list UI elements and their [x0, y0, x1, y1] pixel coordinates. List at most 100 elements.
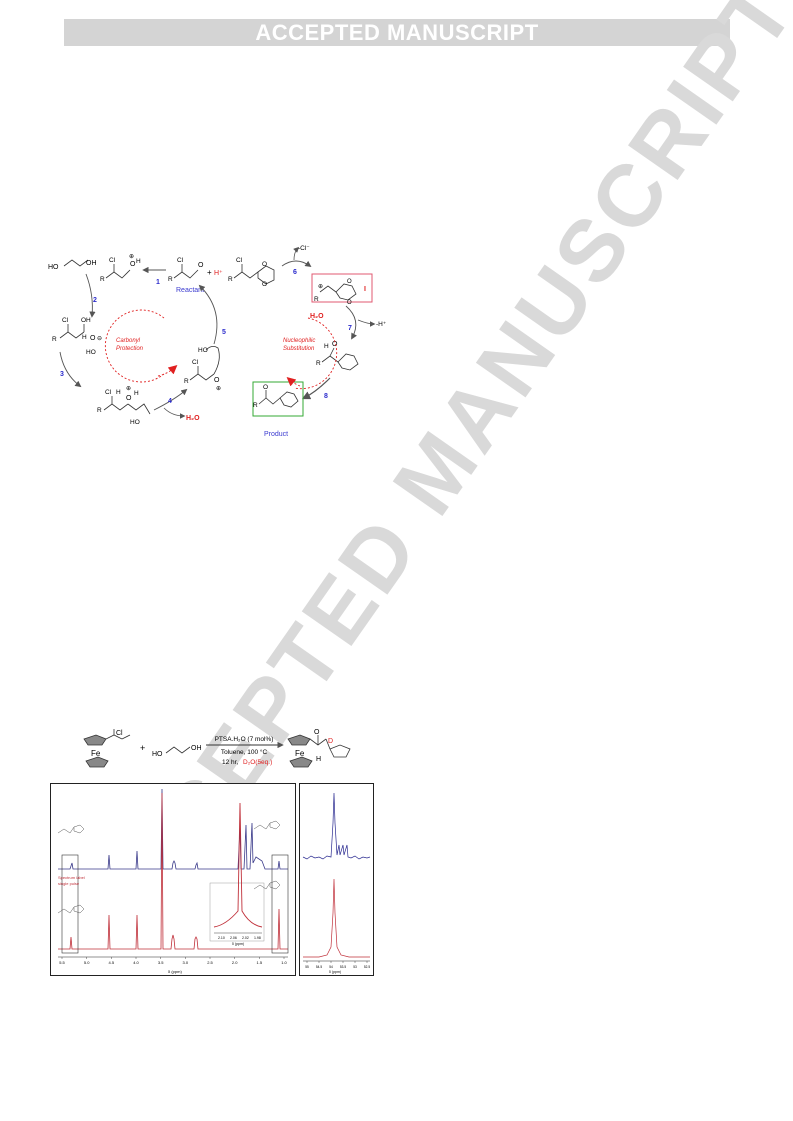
conditions-d2o: D₂O(5eq.)	[243, 759, 272, 766]
hi-h: H	[82, 334, 87, 341]
diol-oh: OH	[86, 260, 97, 267]
diol-oh: OH	[191, 745, 202, 752]
reactant-fe: Fe	[91, 749, 101, 758]
step-6: 6	[293, 269, 297, 276]
cation-plus: ⊕	[318, 284, 323, 290]
ferrocene-reactant	[83, 729, 131, 768]
hi-o: O	[90, 335, 96, 342]
product-r: R	[253, 402, 258, 409]
hi-ho: HO	[86, 349, 96, 356]
nmr-x-tick-label: 1.5	[257, 960, 263, 965]
cnmr-x-tick-label: 53	[353, 965, 357, 969]
oi-plus: ⊕	[216, 386, 221, 392]
cnmr-x-tick-label: 55	[305, 965, 309, 969]
step-4: 4	[168, 398, 172, 405]
ca-o1: O	[262, 261, 267, 268]
nmr-inset-molecule-bottom	[57, 904, 85, 914]
pha-plus: ⊕	[126, 386, 131, 392]
cation-box	[311, 273, 373, 303]
region-box-left	[61, 854, 79, 954]
nmr-x-tick-label: 4.0	[133, 960, 139, 965]
pha-r: R	[97, 407, 102, 414]
product-box	[252, 381, 304, 417]
step-3: 3	[60, 371, 64, 378]
oi-ho: HO	[198, 347, 208, 354]
nmr-inset-molecule-top	[57, 824, 85, 834]
product-label: Product	[264, 431, 288, 438]
allyl-cation	[319, 283, 357, 301]
inset-peak	[213, 802, 263, 928]
cation-r: R	[314, 296, 319, 303]
step-1: 1	[156, 279, 160, 286]
nmr-x-tick-label: 5.5	[59, 960, 65, 965]
reactant-o: O	[198, 262, 204, 269]
cation-o2: O	[347, 300, 352, 306]
bottom-spectrum-baseline	[58, 792, 288, 950]
nmr-annotation-line2: single pulse	[58, 881, 80, 886]
oi-cl: Cl	[192, 359, 199, 366]
pha-h2: H	[134, 390, 139, 397]
cycle-right-line2: Substitution	[283, 346, 315, 352]
reaction-scheme: Fe Cl + HO OH PTSA.H₂O (7 mol%) Toluene,…	[83, 729, 351, 768]
step-2: 2	[93, 297, 97, 304]
cnmr-x-tick-label: 54	[329, 965, 333, 969]
propanediol-structure	[63, 259, 89, 267]
protonated-hemiacetal	[103, 396, 151, 415]
product-d: D	[328, 738, 333, 745]
enol-h: H	[324, 343, 329, 350]
water-added: H₂O	[310, 313, 324, 320]
plus-sign: +	[140, 743, 145, 753]
cyclic-acetal	[233, 264, 275, 285]
product-h: H	[316, 756, 321, 763]
pa-plus: ⊕	[129, 254, 134, 260]
ferrocene-product	[287, 734, 351, 768]
cycle-left-line2: Protection	[116, 346, 144, 352]
nmr-x-tick-label: 2.5	[207, 960, 213, 965]
top-spectrum-baseline	[58, 788, 288, 870]
pa-r: R	[100, 276, 105, 283]
cycle-left-line1: Carbonyl	[116, 338, 141, 344]
ca-cl: Cl	[236, 257, 243, 264]
reactant-structure	[173, 264, 199, 279]
nmr-x-tick-label: 4.5	[109, 960, 115, 965]
product-o: O	[263, 384, 268, 391]
reactant-label: Reactant	[176, 287, 204, 294]
nmr-x-label: δ (ppm)	[168, 969, 182, 974]
hi-cl: Cl	[62, 317, 69, 324]
enol-o: O	[332, 341, 338, 348]
product-fe: Fe	[295, 749, 305, 758]
hemiacetal-intermediate	[59, 324, 85, 339]
conditions-solvent: Toluene, 100 °C	[221, 748, 268, 756]
banner-text: ACCEPTED MANUSCRIPT	[255, 19, 539, 45]
proton-loss: -H⁺	[376, 321, 387, 328]
accepted-manuscript-banner: ACCEPTED MANUSCRIPT	[64, 19, 730, 46]
step-7: 7	[348, 325, 352, 332]
inset-axis-label: δ (ppm)	[232, 942, 244, 946]
reactant-plus-sign: +	[207, 268, 212, 277]
chloride-loss: -Cl⁻	[298, 245, 310, 252]
hi-r: R	[52, 336, 57, 343]
reactant-r: R	[168, 276, 173, 283]
diol-structure	[165, 746, 191, 754]
mechanism-scheme: HO OH Cl O H ⊕ R Cl O R + H⁺ Reactant 1 …	[48, 245, 387, 438]
product-o: O	[314, 729, 320, 736]
cation-o1: O	[347, 279, 352, 285]
cation-roman: I	[364, 286, 366, 293]
ca-o2: O	[262, 281, 267, 288]
nmr-x-tick-label: 3.5	[158, 960, 164, 965]
cycle-right-arc	[293, 317, 338, 390]
pha-h: H	[116, 389, 121, 396]
cnmr-x-tick-label: 54.5	[316, 965, 322, 969]
nmr-x-tick-label: 1.0	[281, 960, 287, 965]
product-structure	[258, 390, 299, 408]
diol-ho: HO	[48, 264, 59, 271]
nmr-inset-molecule-right	[253, 820, 281, 830]
inset-tick-2: 2.06	[230, 936, 237, 940]
nmr-annotation-line1: Spectrum label	[58, 875, 85, 880]
hi-oh: OH	[81, 317, 91, 324]
conditions-time: 12 hr,	[222, 759, 238, 766]
nmr-x-tick-label: 3.0	[183, 960, 189, 965]
cycle-right-line1: Nucleophilic	[283, 338, 315, 344]
cnmr-x-tick-label: 53.5	[340, 965, 346, 969]
